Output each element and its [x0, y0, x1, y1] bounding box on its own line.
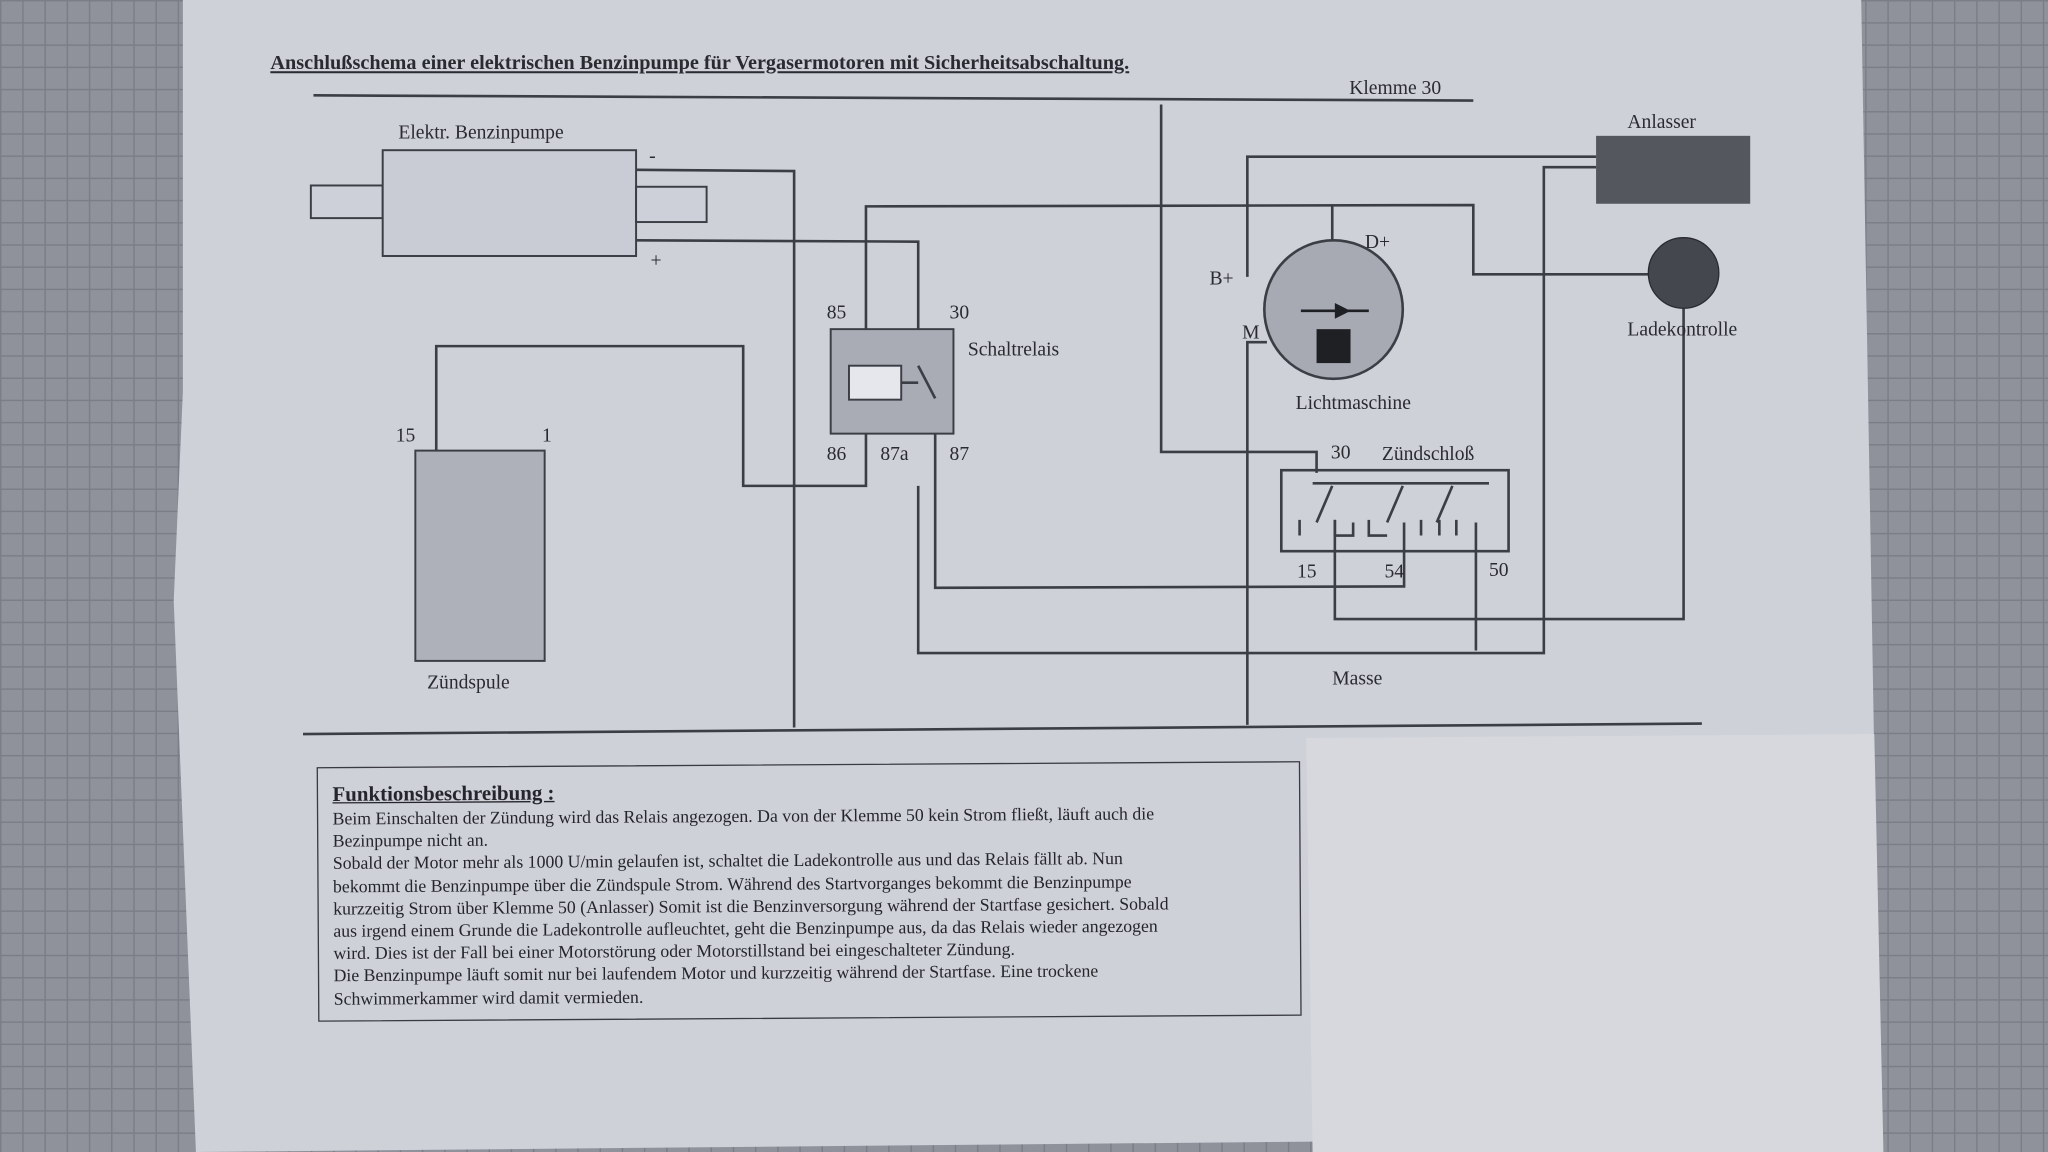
coil-15: 15: [396, 425, 416, 446]
switch-relay: [829, 328, 955, 435]
starter-label: Anlasser: [1627, 112, 1696, 133]
lock-50: 50: [1489, 560, 1509, 581]
relay-86: 86: [827, 444, 847, 465]
ignition-coil: [414, 449, 546, 662]
ground-bus: [303, 722, 1702, 736]
dplus-label: D+: [1365, 232, 1390, 253]
relay-85: 85: [827, 303, 847, 324]
wires: [434, 104, 1685, 728]
starter-block: [1596, 135, 1751, 204]
pump-label: Elektr. Benzinpumpe: [398, 122, 564, 143]
relay-30: 30: [950, 303, 970, 324]
coil-1: 1: [542, 425, 552, 446]
lock-54: 54: [1384, 561, 1404, 582]
klemme30-label: Klemme 30: [1349, 78, 1441, 99]
fuel-pump: [309, 149, 708, 257]
relay-87: 87: [950, 444, 970, 465]
lock-30: 30: [1331, 442, 1351, 463]
function-description: Funktionsbeschreibung : Beim Einschalten…: [316, 761, 1302, 1022]
alternator: [1263, 239, 1405, 381]
bplus-label: B+: [1209, 269, 1233, 290]
klemme30-bus: [313, 94, 1474, 102]
pump-minus: -: [649, 146, 656, 167]
coil-label: Zündspule: [427, 672, 510, 693]
m-label: M: [1242, 322, 1259, 343]
second-paper-sheet: [1306, 734, 1884, 1152]
lock-label: Zündschloß: [1382, 444, 1475, 465]
diagram-title: Anschlußschema einer elektrischen Benzin…: [270, 52, 1129, 74]
alternator-label: Lichtmaschine: [1296, 393, 1412, 414]
lock-15: 15: [1297, 561, 1317, 582]
ground-label: Masse: [1332, 668, 1382, 689]
charge-lamp: [1647, 237, 1720, 309]
relay-label: Schaltrelais: [968, 339, 1059, 360]
ignition-switch: [1279, 468, 1510, 553]
relay-87a: 87a: [880, 444, 909, 465]
charge-lamp-label: Ladekontrolle: [1627, 320, 1737, 341]
pump-plus: +: [650, 250, 661, 271]
